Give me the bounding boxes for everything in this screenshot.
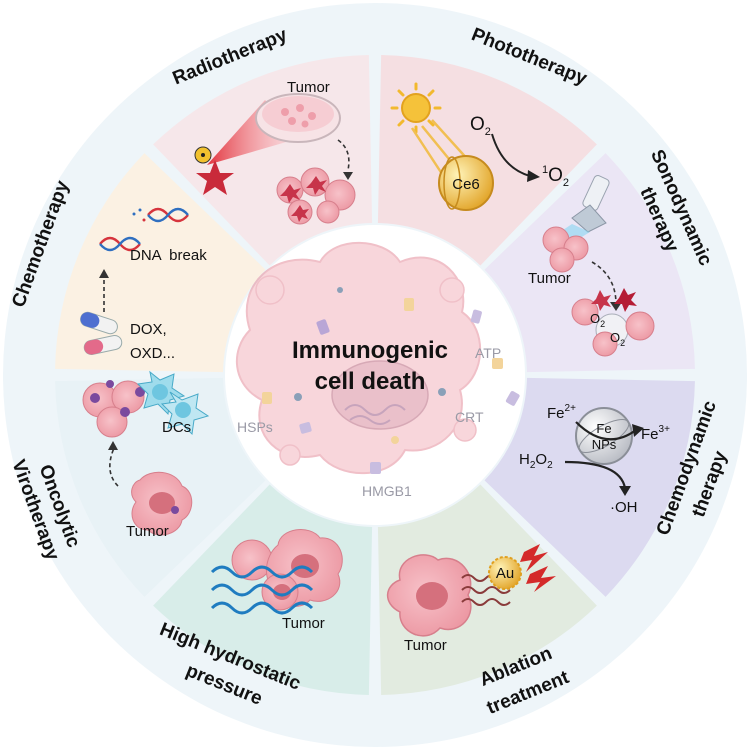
fe2-label: Fe2+ xyxy=(547,403,576,422)
au-label: Au xyxy=(496,565,514,582)
radiotherapy-tumor-label: Tumor xyxy=(287,79,330,96)
center-title-line1: Immunogenic xyxy=(292,337,448,364)
hydrostatic-panel: High hydrostatic pressure Tumor xyxy=(157,529,343,710)
gold-nanoparticle-icon xyxy=(488,556,522,590)
singlet-oxygen-label: 1O2 xyxy=(542,164,569,189)
ablation-tumor-label: Tumor xyxy=(404,637,447,654)
damp-hmgb1-label: HMGB1 xyxy=(362,483,412,499)
dna-break-label: DNA break xyxy=(130,247,207,264)
ros-cells xyxy=(571,288,655,357)
oncolytic-tumor-label: Tumor xyxy=(126,523,169,540)
damp-hsps-label: HSPs xyxy=(237,419,273,435)
sono-o2-label-a: O2 xyxy=(590,311,605,329)
fe3-label: Fe3+ xyxy=(641,424,670,443)
oxygen-label: O2 xyxy=(470,114,491,138)
oncolytic-tumor-cell xyxy=(131,471,193,536)
dox-label: DOX, xyxy=(130,321,167,338)
fe-nanoparticle-icon xyxy=(575,407,633,465)
sonodynamic-tumor-label: Tumor xyxy=(528,270,571,287)
lightning-icon xyxy=(520,544,556,592)
dying-cell-illustration xyxy=(235,241,482,475)
h2o2-label: H2O2 xyxy=(519,451,553,471)
ce6-label: Ce6 xyxy=(452,176,480,193)
fe-np-label-2: NPs xyxy=(592,437,617,452)
infected-tumor-cells xyxy=(82,380,145,438)
dendritic-cell-icon xyxy=(136,370,210,436)
radiation-source-star-icon xyxy=(196,160,234,195)
capsule-pill-icon xyxy=(80,311,123,355)
damp-particles xyxy=(262,287,520,474)
water-wave-lines xyxy=(210,565,314,615)
damp-crt-label: CRT xyxy=(455,409,484,425)
ablation-tumor-cell xyxy=(386,554,472,637)
center-title-line2: cell death xyxy=(315,368,426,395)
sono-o2-label-b: O2 xyxy=(610,330,625,348)
dcs-label: DCs xyxy=(162,419,191,436)
segment-chemotherapy xyxy=(55,153,266,373)
fe-np-label-1: Fe xyxy=(596,421,611,436)
irradiated-tumor-cells xyxy=(276,167,356,225)
hydroxyl-radical-label: ·OH xyxy=(610,499,638,516)
damp-atp-label: ATP xyxy=(475,345,501,361)
reaction-arrow xyxy=(491,133,531,177)
segment-phototherapy xyxy=(377,55,597,266)
sonodynamic-tumor-cells xyxy=(542,226,589,273)
segment-chemodynamic xyxy=(484,377,695,597)
oxd-label: OXD... xyxy=(130,345,175,362)
dna-helix-icon xyxy=(99,207,189,252)
ce6-nanoparticle-icon xyxy=(438,155,494,211)
hydrostatic-tumor-label: Tumor xyxy=(282,615,325,632)
